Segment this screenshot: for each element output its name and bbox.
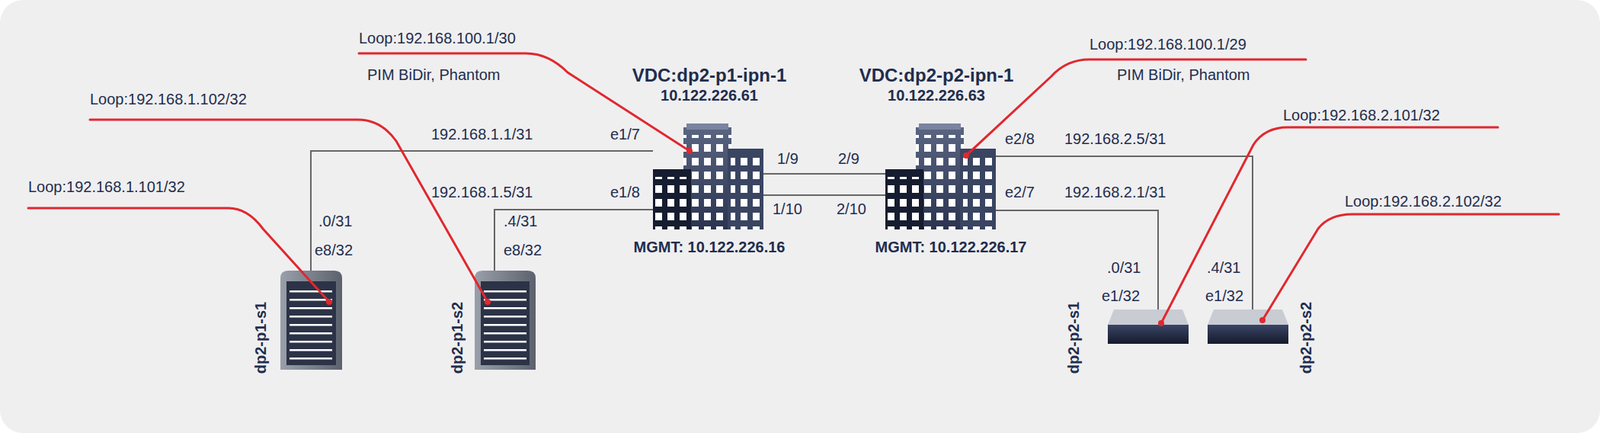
leader-dot [963, 152, 970, 159]
note-label: PIM BiDir, Phantom [367, 65, 501, 84]
leader-dot [686, 147, 693, 154]
port-label: e1/8 [610, 182, 640, 202]
port-label: 1/10 [772, 199, 803, 218]
port-label: e8/32 [503, 240, 542, 260]
device-address: 10.122.226.63 [887, 86, 986, 105]
device-title: VDC:dp2-p1-ipn-1 [632, 64, 788, 87]
port-label: e1/32 [1205, 286, 1244, 305]
server-node: dp2-p1-s2 [474, 270, 536, 370]
leader-line [89, 119, 488, 302]
device-name: dp2-p2-s2 [1296, 301, 1316, 374]
switch-icon [1107, 309, 1189, 344]
port-label: .4/31 [1206, 258, 1241, 277]
loopback-label: Loop:192.168.1.101/32 [28, 177, 186, 196]
port-label: .0/31 [318, 211, 352, 231]
link-address: 192.168.1.5/31 [431, 182, 533, 202]
port-label: .0/31 [1107, 258, 1141, 277]
link-line [763, 172, 886, 175]
note-label: PIM BiDir, Phantom [1116, 65, 1251, 84]
device-address: 10.122.226.61 [660, 86, 759, 105]
link-line [494, 209, 653, 271]
link-address: 192.168.2.5/31 [1064, 129, 1166, 148]
port-label: e2/8 [1004, 129, 1035, 148]
loopback-label: Loop:192.168.100.1/30 [358, 28, 516, 48]
loopback-label: Loop:192.168.100.1/29 [1089, 35, 1247, 54]
leader-dot [484, 298, 491, 305]
leader-dot [1158, 320, 1165, 327]
device-name: dp2-p1-s2 [448, 301, 467, 374]
device-address: MGMT: 10.122.226.16 [633, 237, 786, 256]
link-address: 192.168.1.1/31 [431, 124, 533, 144]
port-label: e1/7 [610, 124, 640, 144]
port-label: .4/31 [503, 211, 538, 231]
port-label: e2/7 [1004, 182, 1035, 202]
switch-node: dp2-p2-s1 [1107, 309, 1189, 344]
switch-icon [1207, 309, 1289, 344]
device-name: dp2-p2-s1 [1064, 301, 1083, 374]
leader-line [28, 208, 330, 302]
loopback-label: Loop:192.168.1.102/32 [89, 89, 247, 109]
leader-dot [1259, 316, 1266, 324]
server-node: dp2-p1-s1 [280, 270, 343, 370]
link-line [763, 194, 886, 196]
vdc-node: VDC:dp2-p1-ipn-110.122.226.61MGMT: 10.12… [652, 127, 764, 230]
link-line [310, 150, 653, 271]
switch-node: dp2-p2-s2 [1207, 309, 1289, 344]
link-line [995, 210, 1159, 310]
server-icon [280, 270, 343, 370]
building-icon [885, 123, 996, 230]
loopback-label: Loop:192.168.2.102/32 [1344, 192, 1502, 211]
leader-dot [326, 298, 333, 305]
server-icon [474, 270, 536, 370]
vdc-node: VDC:dp2-p2-ipn-110.122.226.63MGMT: 10.12… [885, 127, 996, 230]
device-address: MGMT: 10.122.226.17 [875, 237, 1028, 256]
device-title: VDC:dp2-p2-ipn-1 [859, 64, 1015, 87]
port-label: 1/9 [777, 149, 799, 168]
leader-line [1161, 127, 1498, 324]
link-address: 192.168.2.1/31 [1064, 182, 1166, 202]
port-label: 2/9 [838, 149, 860, 168]
port-label: e8/32 [314, 240, 353, 260]
device-name: dp2-p1-s1 [251, 301, 270, 374]
port-label: 2/10 [836, 199, 867, 218]
link-line [995, 156, 1253, 310]
loopback-label: Loop:192.168.2.101/32 [1283, 105, 1440, 125]
port-label: e1/32 [1101, 286, 1140, 305]
